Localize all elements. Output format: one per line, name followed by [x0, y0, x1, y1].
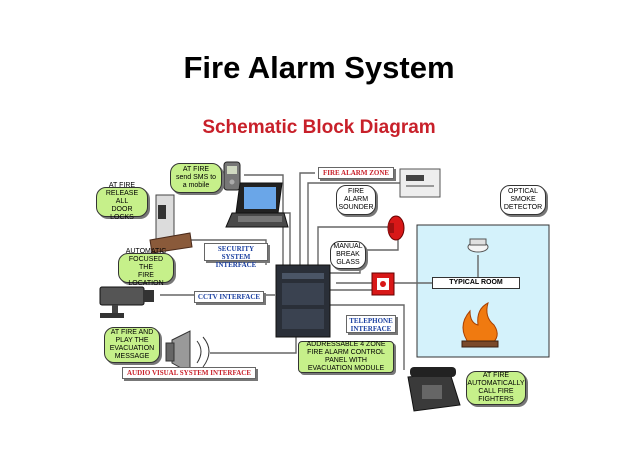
laptop-icon	[225, 182, 289, 228]
fire-alarm-zone-label: FIRE ALARM ZONE	[318, 167, 394, 179]
call-firefighters-bubble: AT FIRE AUTOMATICALLY CALL FIRE FIGHTERS	[466, 371, 526, 405]
door-locks-bubble: AT FIRE RELEASE ALL DOOR LOCKS	[96, 182, 148, 221]
control-panel-bubble: ADDRESSABLE 4 ZONE FIRE ALARM CONTROL PA…	[298, 341, 394, 373]
page-subtitle: Schematic Block Diagram	[202, 117, 436, 138]
schematic-diagram: AT FIRE send SMS to a mobile AT FIRE REL…	[0, 155, 638, 445]
smoke-detector-bubble: OPTICAL SMOKE DETECTOR	[500, 185, 546, 215]
fire-flame-icon	[461, 302, 499, 348]
typical-room-label: TYPICAL ROOM	[432, 277, 520, 289]
sounder-bubble: FIRE ALARM SOUNDER	[336, 185, 376, 215]
page-title: Fire Alarm System	[183, 50, 455, 85]
sounder-icon	[387, 215, 405, 241]
cctv-interface-label: CCTV INTERFACE	[194, 291, 264, 303]
smoke-detector-icon	[467, 238, 489, 253]
break-glass-bubble: MANUAL BREAK GLASS	[330, 241, 366, 269]
security-interface-label: SECURITY SYSTEM INTERFACE	[204, 243, 268, 269]
audio-visual-interface-label: AUDIO VISUAL SYSTEM INTERFACE	[122, 367, 256, 379]
sms-bubble: AT FIRE send SMS to a mobile	[170, 163, 222, 193]
door-lock-icon	[149, 194, 193, 254]
mobile-phone-icon	[223, 161, 241, 191]
telephone-interface-label: TELEPHONE INTERFACE	[346, 315, 396, 333]
zone-panel-icon	[399, 168, 441, 198]
control-panel-icon	[275, 264, 331, 338]
wiring-layer	[99, 161, 550, 412]
telephone-icon	[407, 367, 461, 412]
speaker-horn-icon	[165, 330, 210, 374]
evacuation-message-bubble: AT FIRE AND PLAY THE EVACUATION MESSAGE	[104, 327, 160, 363]
cctv-camera-icon	[99, 286, 154, 318]
cctv-focus-bubble: AUTOMATIC FOCUSED THE FIRE LOCATION	[118, 248, 174, 287]
break-glass-icon	[371, 272, 395, 296]
